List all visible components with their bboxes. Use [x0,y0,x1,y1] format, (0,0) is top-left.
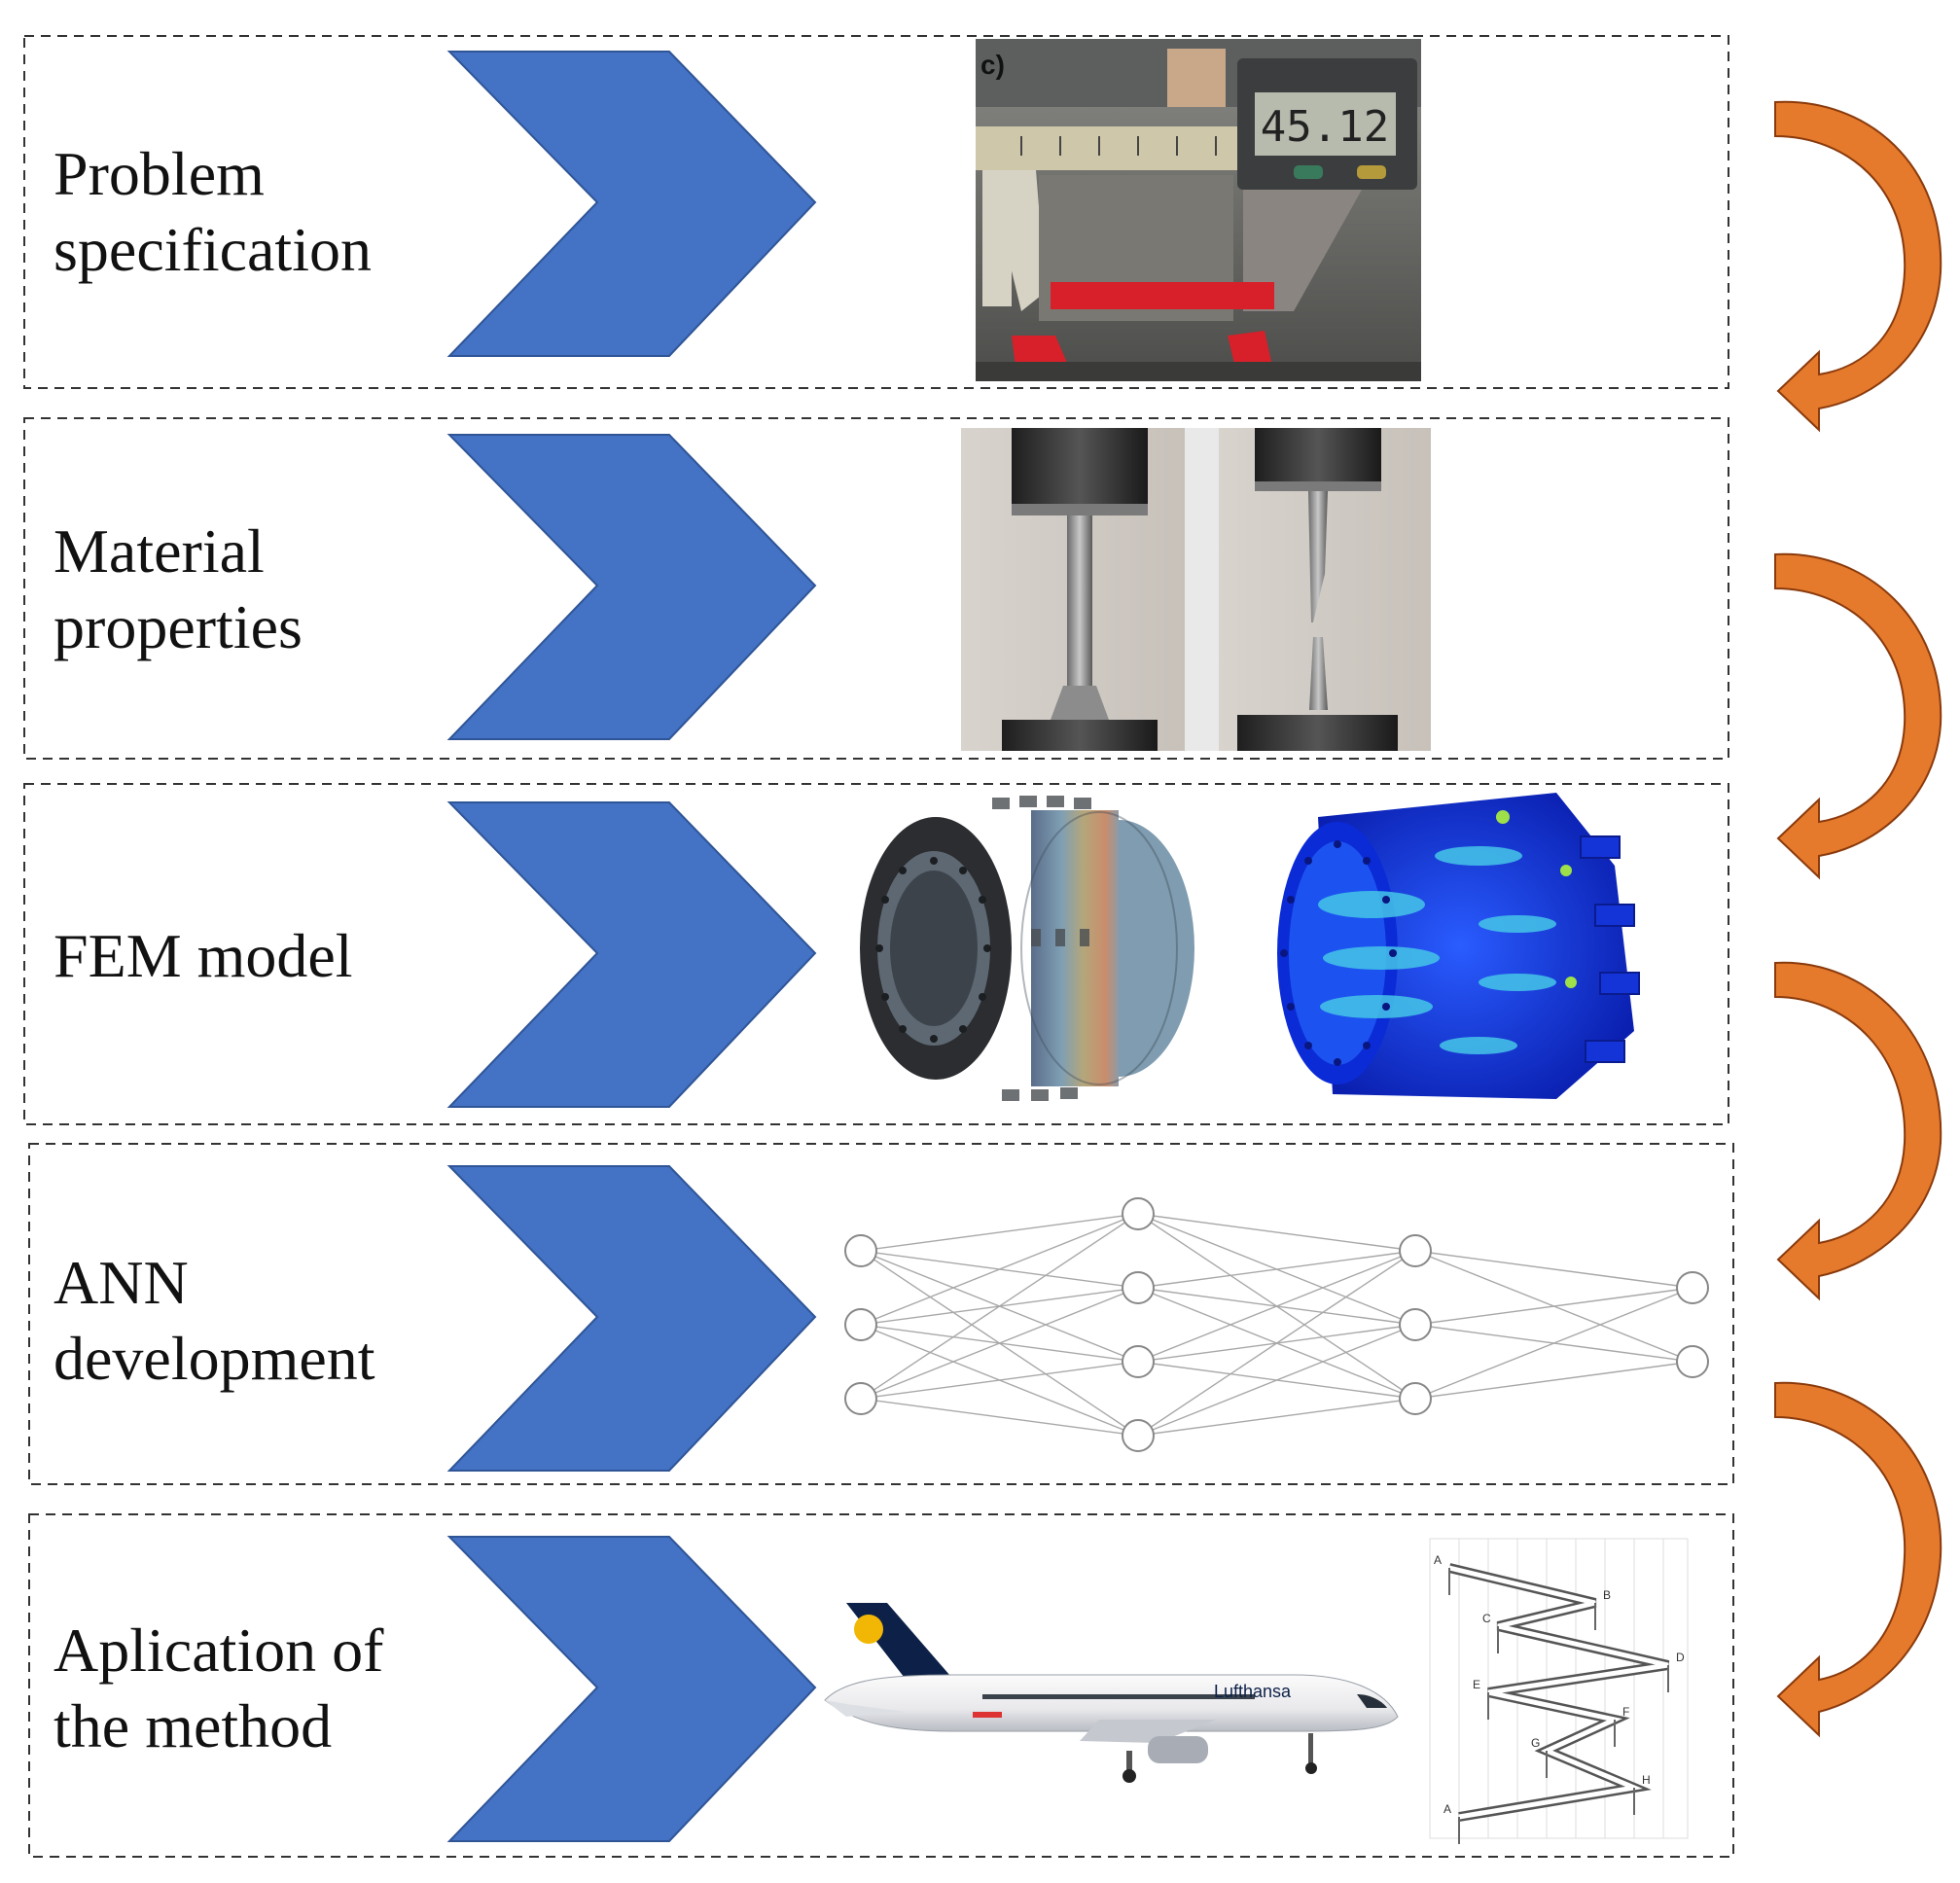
nn-neuron [1122,1419,1155,1452]
nn-connection [1137,1398,1416,1437]
step-label-ann-development: ANN development [53,1248,375,1393]
flow-arrow-4 [1774,1381,1942,1738]
nn-connection [1414,1361,1693,1400]
nn-neuron [1122,1271,1155,1304]
chevron-4 [446,1165,817,1472]
chevron-2 [446,434,817,740]
nn-connection [1137,1250,1416,1437]
nn-connection [1137,1324,1416,1437]
load-path-point-label: B [1603,1588,1611,1602]
nn-neuron [1399,1308,1432,1341]
aircraft-photo: Lufthansa [824,1603,1399,1783]
load-path-point-label: C [1482,1612,1491,1625]
nn-neuron [1399,1382,1432,1415]
step-label-problem-specification: Problem specification [53,139,372,284]
nn-connection [860,1213,1139,1326]
nn-connection [860,1213,1139,1252]
load-path-point-label: E [1473,1678,1480,1691]
nn-neuron [844,1382,877,1415]
nn-connection [1414,1287,1693,1326]
load-path-point-label: F [1622,1705,1629,1719]
flow-arrow-2 [1774,552,1942,880]
step-frame-5 [28,1513,1734,1858]
nn-connection [1137,1250,1416,1363]
nn-connection [860,1287,1139,1400]
aircraft-and-load-path: Lufthansa A B C D E F G H A [824,1538,1689,1844]
step-frame-2 [23,417,1729,760]
panel-letter: c) [980,50,1005,80]
caliper-reading: 45.12 [1261,102,1389,152]
chevron-5 [446,1536,817,1842]
load-path-point-label: A [1434,1553,1442,1567]
step-label-fem-model: FEM model [53,921,353,990]
airline-name: Lufthansa [1214,1682,1292,1701]
flow-arrow-3 [1774,961,1942,1301]
nn-connection [1414,1287,1693,1400]
nn-neuron [1122,1197,1155,1230]
chevron-3 [446,801,817,1108]
load-path-point-label: H [1642,1773,1651,1787]
flow-arrow-1 [1774,100,1942,433]
step-label-aplication-of-the-method: Aplication of the method [53,1616,384,1760]
nn-connection [1137,1250,1416,1289]
nn-neuron [844,1308,877,1341]
step-frame-3 [23,783,1729,1125]
nn-connection [1137,1213,1416,1252]
load-path-point-label: D [1676,1651,1685,1664]
chevron-1 [446,51,817,357]
nn-neuron [1399,1234,1432,1267]
load-path-diagram: A B C D E F G H A [1429,1538,1689,1844]
step-label-material-properties: Material properties [53,516,303,661]
sequence-arrows [1774,100,1942,1738]
neural-network-diagram [844,1197,1709,1452]
nn-connection [860,1213,1139,1400]
load-path-point-label: G [1531,1736,1540,1750]
nn-neuron [844,1234,877,1267]
caliper-measurement-photo: 45.12 c) [976,39,1421,381]
nn-neuron [1676,1345,1709,1378]
nn-neuron [1676,1271,1709,1304]
nn-connection [860,1361,1139,1400]
nn-connection [860,1398,1139,1437]
tensile-test-photo [961,428,1431,751]
step-chevrons [446,51,817,1842]
fem-model-renders [860,793,1640,1101]
step-frame-4 [28,1143,1734,1485]
nn-neuron [1122,1345,1155,1378]
nn-connection [1414,1250,1693,1289]
load-path-point-label: A [1443,1802,1451,1816]
step-frame-1 [23,35,1729,389]
step-frames [23,35,1734,1858]
